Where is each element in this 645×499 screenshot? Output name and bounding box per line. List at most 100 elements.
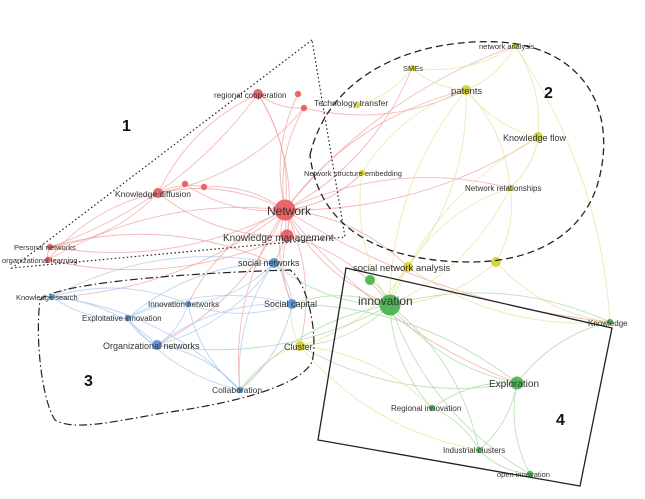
- edge-social-capital-innovation-networks: [187, 303, 293, 314]
- node-label-network-analysis: network analysis: [479, 42, 535, 51]
- region-outline-3: [37, 269, 315, 426]
- node-network: [274, 199, 296, 221]
- node-label-regional-innovation: Regional innovation: [391, 404, 461, 413]
- edge-network-network-analysis: [284, 45, 516, 211]
- edge-knowledge-flow-network-analysis: [514, 45, 540, 138]
- node-regional-innovation: [428, 404, 436, 412]
- edge-network-analysis-knowledge: [514, 45, 611, 323]
- edge-cluster-regional-innovation: [299, 345, 433, 409]
- node-technology-transfer-yellow: [353, 101, 361, 109]
- node-knowledge-flow: [533, 132, 543, 142]
- edge-layer: [47, 45, 611, 475]
- edge-social-network-analysis-knowledge: [407, 266, 611, 324]
- node-innovation-networks: [184, 300, 192, 308]
- edge-network-smes: [284, 67, 413, 211]
- edge-innovation-knowledge: [389, 292, 611, 323]
- region-number-4: 4: [556, 412, 565, 429]
- region-number-2: 2: [544, 85, 553, 102]
- edge-social-networks-organizational-networks: [156, 262, 275, 346]
- node-collaboration: [236, 386, 244, 394]
- edge-innovation-networks-collaboration: [187, 303, 241, 391]
- edge-knowledge-search-innovation-networks: [51, 287, 189, 305]
- node-innovation-satellite: [365, 275, 375, 285]
- edge-social-networks-collaboration: [238, 262, 275, 391]
- region-outline-4: [317, 267, 613, 487]
- node-patents: [461, 85, 471, 95]
- edge-innovation-regional-innovation: [389, 304, 433, 409]
- node-industrial-clusters: [475, 446, 483, 454]
- edge-innovation-open-innovation: [389, 304, 531, 475]
- edge-patents-innovation: [389, 89, 467, 306]
- node-regional-cooperation: [253, 89, 263, 99]
- node-label-patents: patents: [451, 86, 482, 97]
- edge-network-technology-transfer: [282, 107, 305, 211]
- node-layer: [44, 42, 614, 478]
- edge-knowledge-management-organizational-learning: [47, 235, 288, 271]
- edge-network-relationships-social-network-analysis: [407, 187, 511, 268]
- node-tt-satellite: [294, 90, 302, 98]
- node-label-regional-cooperation: regional cooperation: [214, 91, 287, 100]
- edge-network-knowledge-flow: [284, 136, 539, 211]
- node-social-capital: [287, 299, 297, 309]
- node-organizational-learning: [44, 256, 52, 264]
- edge-network-tt-satellite: [279, 93, 299, 211]
- edge-network-personal-networks: [49, 209, 286, 254]
- edge-patents-network-analysis: [465, 45, 516, 91]
- edge-innovation-social-networks: [273, 262, 391, 306]
- node-label-personal-networks: Personal networks: [14, 243, 76, 252]
- node-label-organizational-learning: organizational learning: [2, 256, 77, 265]
- edge-social-networks-exploitative-innovation: [127, 262, 275, 319]
- node-label-network-relationships: Network relationships: [465, 184, 541, 193]
- node-label-collaboration: Collaboration: [212, 385, 262, 395]
- node-label-industrial-clusters: Industrial clusters: [443, 446, 505, 455]
- region-outline-1: [9, 38, 346, 269]
- edge-patents-network-relationships: [465, 89, 511, 189]
- node-label-exploration: Exploration: [489, 379, 539, 390]
- node-label-knowledge: Knowledge: [588, 319, 628, 328]
- node-label-exploitative-innovation: Exploitative innovation: [82, 314, 162, 323]
- edge-network-relationships-sna-satellite: [495, 187, 512, 263]
- edge-innovation-industrial-clusters: [389, 304, 480, 451]
- edge-cluster-social-capital: [290, 303, 301, 347]
- node-label-smes: SMEs: [403, 64, 423, 73]
- region-number-1: 1: [122, 118, 131, 135]
- edge-network-innovation-networks: [187, 209, 286, 305]
- edge-exploration-social-capital: [291, 303, 518, 384]
- edge-exploration-cluster: [299, 345, 518, 389]
- edge-innovation-collaboration: [239, 304, 391, 391]
- node-innovation: [379, 294, 401, 316]
- edge-patents-smes: [411, 67, 467, 91]
- edge-personal-networks-social-networks: [49, 233, 275, 264]
- node-label-social-networks: social networks: [238, 258, 300, 268]
- node-label-social-network-analysis: social network analysis: [353, 263, 450, 274]
- node-label-knowledge-flow: Knowledge flow: [503, 133, 567, 143]
- edge-knowledge-search-collaboration: [51, 296, 241, 391]
- node-label-social-capital: Social capital: [264, 299, 317, 309]
- edge-exploitative-innovation-collaboration: [127, 317, 241, 391]
- edge-innovation-cluster: [299, 304, 391, 347]
- node-label-knowledge-search: Knowledge search: [16, 293, 78, 302]
- node-exploration: [510, 376, 524, 390]
- edge-innovation-networks-exploitative-innovation: [127, 302, 189, 319]
- edge-cluster-industrial-clusters: [299, 345, 480, 451]
- edge-knowledge-flow-innovation: [389, 136, 539, 306]
- edge-social-networks-innovation-networks: [187, 262, 275, 305]
- edge-network-patents: [284, 89, 467, 211]
- edge-social-capital-collaboration: [239, 303, 293, 391]
- edge-regional-cooperation-knowledge-diffusion: [157, 93, 259, 194]
- node-label-cluster: Cluster: [284, 342, 313, 352]
- node-social-network-analysis: [403, 262, 413, 272]
- edge-smes-technology-transfer-yellow: [356, 67, 413, 106]
- edge-network-network-relationships: [284, 177, 511, 211]
- edge-network-structure-embedding-patents: [361, 89, 467, 174]
- node-label-technology-transfer: Technology transfer: [314, 98, 388, 108]
- node-label-network-structure-embedding: Network structure embedding: [304, 169, 402, 178]
- edge-innovation-exploration: [389, 304, 518, 384]
- edge-cluster-collaboration: [239, 345, 301, 391]
- node-cluster: [295, 341, 305, 351]
- edge-network-kd-satellite-1: [184, 183, 286, 212]
- edge-network-knowledge-search: [51, 209, 286, 298]
